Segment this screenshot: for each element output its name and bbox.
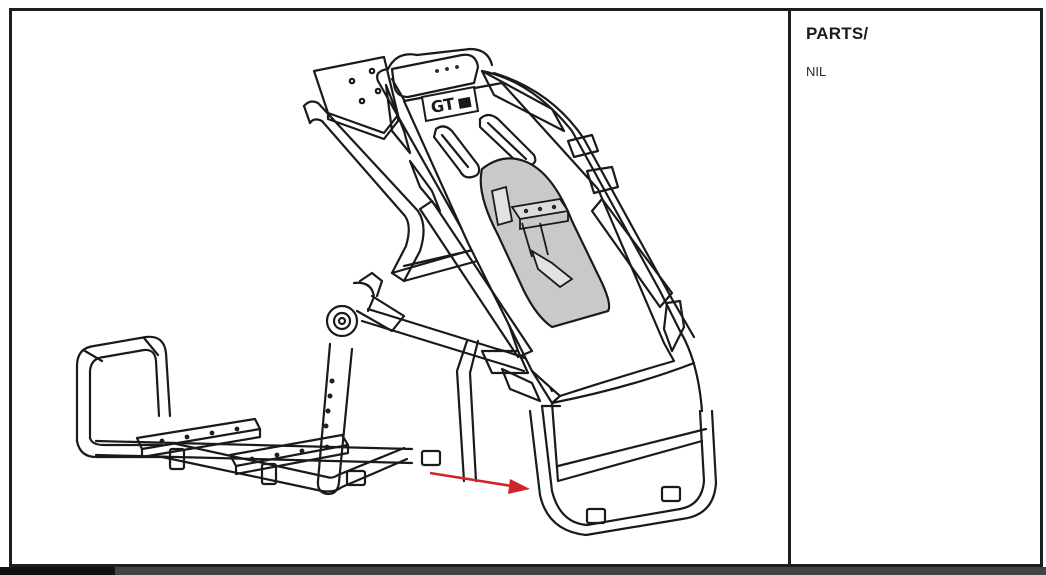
seat-brackets	[480, 299, 686, 403]
assembly-illustration: GT	[12, 11, 788, 564]
side-bolsters	[384, 69, 674, 359]
wheel-hub	[325, 271, 406, 338]
parts-value: NIL	[806, 64, 827, 79]
wheel-arm-tubes	[302, 100, 425, 283]
panel-divider	[788, 11, 791, 564]
gt-logo-badge: GT	[420, 85, 480, 123]
racing-cockpit-drawing: GT	[75, 47, 718, 537]
foot-frame	[75, 335, 172, 459]
rear-legs	[455, 339, 718, 537]
bottom-bar	[0, 567, 1046, 575]
red-arrow-icon	[429, 471, 530, 494]
pedal-plate-left	[135, 417, 262, 471]
floor-clamps	[345, 449, 682, 525]
parts-panel: PARTS/ NIL	[791, 11, 1040, 564]
wheel-post	[316, 342, 354, 496]
parts-heading: PARTS/	[806, 24, 869, 43]
wheel-plate	[312, 55, 400, 141]
gt-logo-text: GT	[429, 94, 456, 117]
bottom-bar-segment	[0, 567, 115, 575]
head-pad	[390, 53, 480, 99]
instruction-page-frame: GT PARTS/ NIL	[9, 8, 1043, 567]
pedal-plate-right	[228, 433, 350, 486]
seat-cutout	[479, 157, 611, 329]
